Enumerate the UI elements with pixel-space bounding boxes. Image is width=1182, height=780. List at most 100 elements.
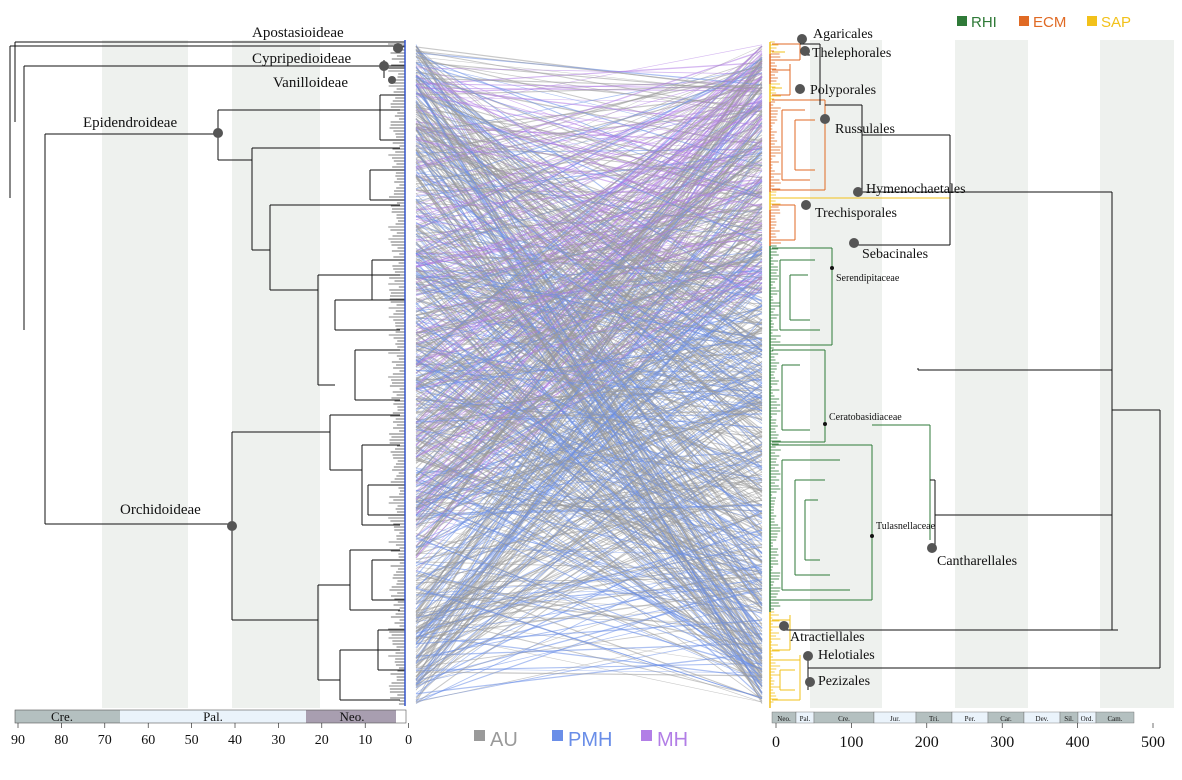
fungal-tree-tips bbox=[769, 41, 781, 708]
fungal-time-axis: Neo.Pal.Cre.Jur.Tri.Per.Car.Dev.Sil.Ord.… bbox=[771, 711, 1165, 751]
period-neo-label: Neo. bbox=[340, 709, 365, 724]
period-frame bbox=[14, 709, 407, 724]
association-link bbox=[415, 322, 763, 632]
fungal-tree-ecm-branches bbox=[772, 43, 826, 241]
orchid-axis-tick-label: 40 bbox=[228, 733, 242, 748]
association-link bbox=[415, 56, 763, 143]
association-link bbox=[415, 237, 763, 537]
association-link bbox=[415, 578, 763, 637]
association-link bbox=[415, 221, 763, 490]
label-agaricales: Agaricales bbox=[813, 27, 873, 42]
association-link bbox=[415, 625, 763, 703]
left-band-1 bbox=[102, 40, 188, 708]
right-band-1 bbox=[810, 40, 882, 708]
association-link bbox=[415, 100, 763, 428]
association-link bbox=[415, 429, 763, 480]
association-link bbox=[415, 238, 763, 601]
association-link bbox=[415, 78, 763, 324]
association-link bbox=[415, 104, 763, 578]
association-link bbox=[415, 175, 763, 658]
fungal-period-label: Car. bbox=[1000, 715, 1012, 723]
association-link bbox=[415, 64, 763, 159]
association-link bbox=[415, 457, 763, 562]
association-link bbox=[415, 459, 763, 617]
association-link bbox=[415, 123, 763, 263]
legend-ecm-label: ECM bbox=[1033, 14, 1066, 31]
association-link bbox=[415, 278, 763, 665]
association-link bbox=[415, 147, 763, 241]
association-link bbox=[415, 140, 763, 342]
node-trechisporales bbox=[801, 200, 811, 210]
association-link bbox=[415, 251, 763, 516]
fungal-period-label: Cre. bbox=[838, 715, 850, 723]
association-link bbox=[415, 137, 763, 469]
association-link bbox=[415, 430, 763, 535]
node-hymenochaetales bbox=[853, 187, 863, 197]
node-helotiales bbox=[803, 651, 813, 661]
association-link bbox=[415, 83, 763, 90]
orchid-tree-tips bbox=[388, 40, 406, 706]
association-link bbox=[415, 170, 763, 334]
association-link bbox=[415, 73, 763, 225]
association-link bbox=[415, 453, 763, 676]
association-link bbox=[415, 191, 763, 303]
association-link bbox=[415, 211, 763, 660]
association-legend: AU PMH MH bbox=[474, 729, 688, 751]
association-link bbox=[415, 87, 763, 92]
association-link bbox=[415, 642, 763, 657]
association-link bbox=[415, 454, 763, 606]
label-atractiellales: Atractiellales bbox=[790, 630, 865, 645]
association-link bbox=[415, 257, 763, 316]
label-tulasnellaceae: Tulasnellaceae bbox=[876, 521, 936, 532]
association-link bbox=[415, 248, 763, 396]
fungal-axis-tick-label: 300 bbox=[990, 734, 1014, 751]
association-link bbox=[415, 238, 763, 273]
label-orchidoideae: Orchidoideae bbox=[120, 502, 201, 518]
legend-pmh-label: PMH bbox=[568, 729, 612, 751]
association-link bbox=[415, 588, 763, 699]
fungal-phylogeny bbox=[769, 41, 1161, 708]
legend-sap-label: SAP bbox=[1101, 14, 1131, 31]
association-link bbox=[415, 127, 763, 199]
association-link bbox=[415, 50, 763, 169]
fungal-period-label: Tri. bbox=[929, 715, 939, 723]
period-cre bbox=[15, 710, 120, 723]
label-polyporales: Polyporales bbox=[810, 83, 876, 98]
node-sebacinales bbox=[849, 238, 859, 248]
association-link bbox=[415, 453, 763, 656]
node-apostasioideae bbox=[393, 43, 403, 53]
association-link bbox=[415, 337, 763, 390]
association-link bbox=[415, 544, 763, 619]
association-link bbox=[415, 389, 763, 609]
legend-ecm-swatch bbox=[1019, 16, 1029, 26]
label-russulales: Russulales bbox=[835, 122, 895, 137]
association-link bbox=[415, 145, 763, 346]
association-link bbox=[415, 279, 763, 333]
association-link bbox=[415, 76, 763, 439]
association-link bbox=[415, 668, 763, 674]
association-link bbox=[415, 435, 763, 605]
association-link bbox=[415, 461, 763, 502]
association-link bbox=[415, 106, 763, 611]
association-link bbox=[415, 244, 763, 584]
label-helotiales: Helotiales bbox=[818, 648, 875, 663]
association-link bbox=[415, 283, 763, 652]
fungal-period-label: Sil. bbox=[1064, 715, 1074, 723]
association-link bbox=[415, 45, 763, 201]
fungal-period-label: Cam. bbox=[1108, 715, 1123, 723]
association-link bbox=[415, 54, 763, 616]
association-link bbox=[415, 288, 763, 500]
association-link bbox=[415, 44, 763, 113]
fungal-axis-tick-label: 0 bbox=[772, 734, 780, 751]
association-link bbox=[415, 332, 763, 450]
fungal-period-label: Pal. bbox=[800, 715, 811, 723]
orchid-axis-tick-label: 60 bbox=[141, 733, 155, 748]
association-link bbox=[415, 115, 763, 284]
association-link bbox=[415, 103, 763, 263]
orchid-axis-tick-label: 70 bbox=[98, 733, 112, 748]
period-pal-label: Pal. bbox=[203, 709, 223, 724]
node-atractiellales bbox=[779, 621, 789, 631]
